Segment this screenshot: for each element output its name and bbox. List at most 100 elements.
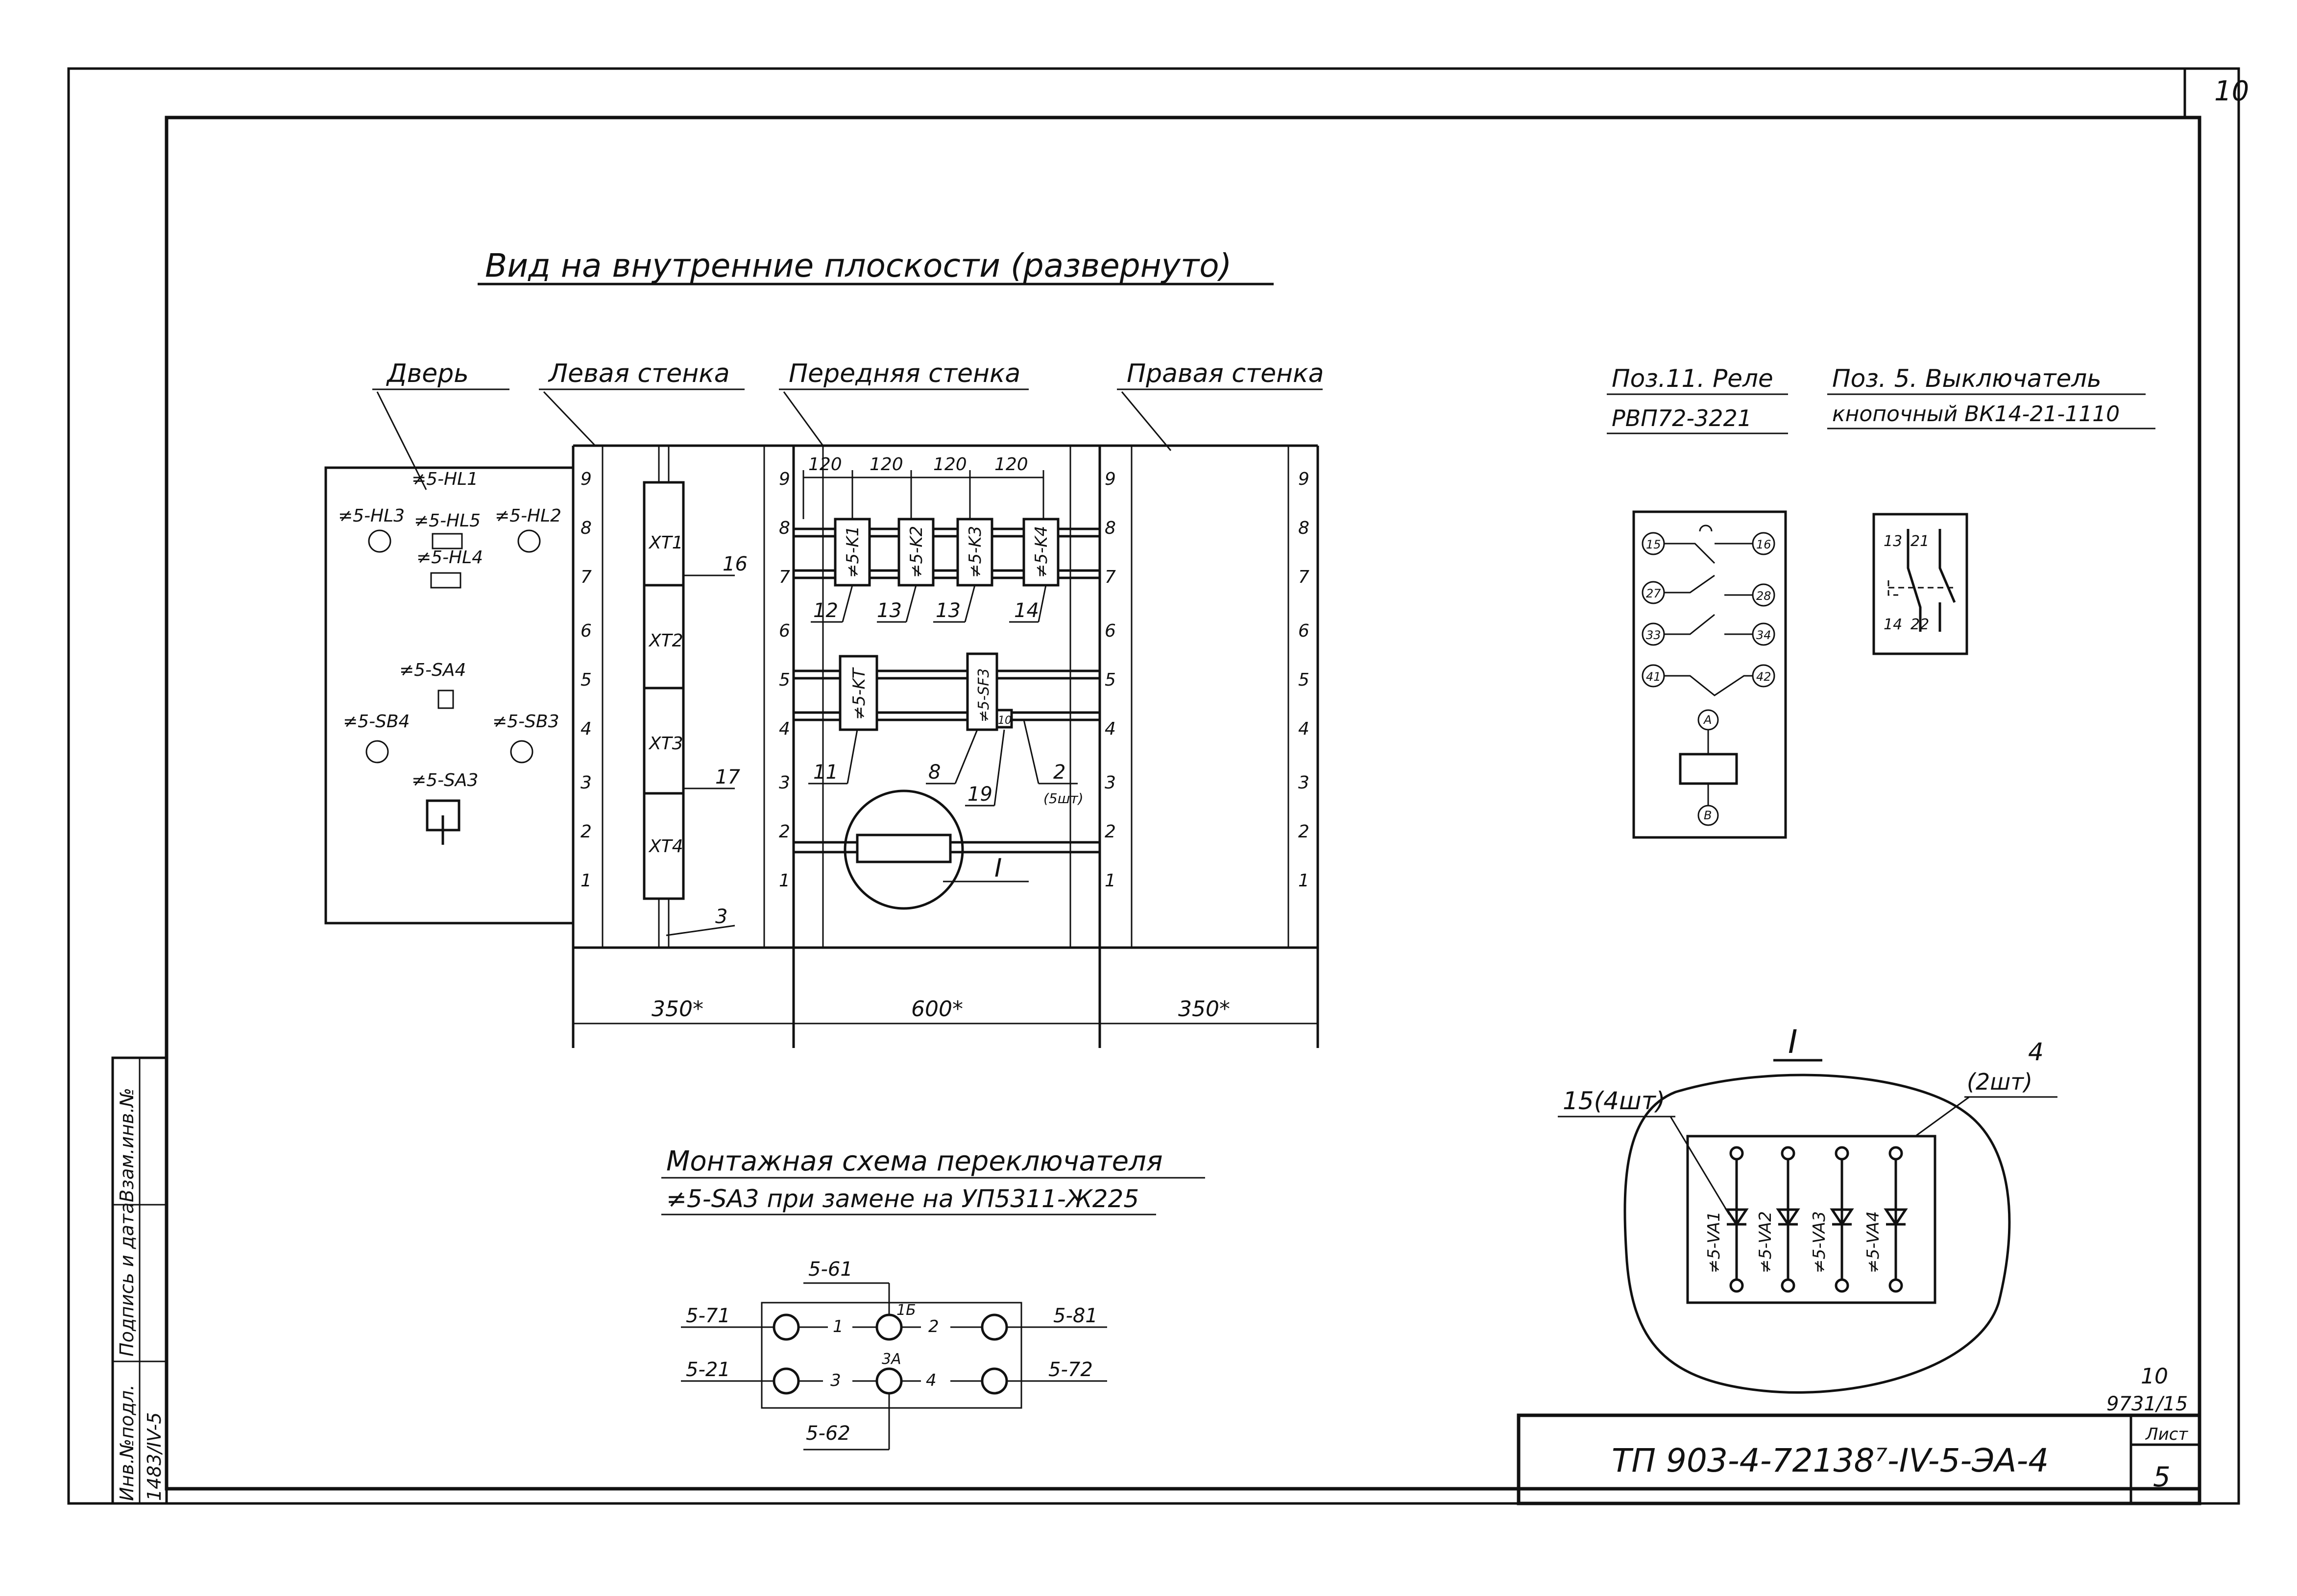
device-k2: ≠5-K2 [907, 526, 926, 578]
wire-5-72: 5-72 [1048, 1358, 1093, 1381]
relay-title-2: РВП72-3221 [1612, 405, 1752, 431]
detail-marker-main: I [994, 854, 1002, 883]
diode-va1-icon [1724, 1208, 1749, 1227]
lamp-hl5-icon [432, 533, 463, 549]
button-body [1872, 513, 1968, 655]
scale-left-9: 9 [580, 469, 592, 489]
scale-right-6: 6 [1105, 621, 1116, 641]
callout-15-qty: 15(4шт) [1563, 1087, 1665, 1115]
scale-far-3: 3 [1298, 773, 1309, 793]
terminal-xt1: XT1 [648, 533, 683, 553]
callout-2-qty: (5шт) [1043, 790, 1084, 807]
scale-right-9: 9 [1105, 469, 1116, 489]
scale-left-2: 2 [580, 822, 592, 842]
stamp-inv-value: 1483/IV-5 [144, 1412, 165, 1501]
contact-3a: 3А [882, 1351, 901, 1368]
callout-11: 11 [813, 761, 838, 784]
scale-far-7: 7 [1298, 567, 1309, 587]
callout-13a: 13 [877, 599, 902, 622]
button-sb4-icon [365, 740, 389, 763]
spacing-3: 120 [933, 454, 967, 475]
scale-left-8: 8 [580, 518, 592, 538]
scale-front-7: 7 [779, 567, 790, 587]
contact-2: 2 [928, 1317, 939, 1336]
terminal-xt4: XT4 [648, 836, 683, 857]
left-wall-label: Левая стенка [548, 359, 730, 388]
scale-front-1: 1 [779, 871, 790, 891]
scale-front-6: 6 [779, 621, 790, 641]
door-device-sa4: ≠5-SA4 [399, 660, 466, 680]
stamp-sign-label: Подпись и дата [116, 1202, 138, 1357]
terminal-xt2: XT2 [648, 631, 683, 651]
cabinet-frame [572, 444, 1319, 1048]
spacing-2: 120 [870, 454, 903, 475]
lamp-hl4-icon [430, 572, 461, 589]
contact-1b: 1Б [896, 1302, 916, 1319]
diode-board [1686, 1135, 1936, 1304]
switch-scheme: Монтажная схема переключателя ≠5-SA3 при… [661, 1145, 1205, 1451]
spacing-4: 120 [994, 454, 1028, 475]
device-k1: ≠5-K1 [843, 526, 863, 578]
callout-2: 2 [1053, 761, 1065, 784]
device-kt: ≠5-KT [849, 667, 869, 720]
scale-front-4: 4 [779, 719, 790, 739]
scale-front-3: 3 [779, 773, 790, 793]
scale-labels: 9 8 7 6 5 4 3 2 1 9 8 7 6 5 4 3 2 1 9 8 … [580, 469, 1309, 891]
scale-right-5: 5 [1105, 670, 1116, 690]
terminal-xt3: XT3 [648, 734, 683, 754]
device-sf3: ≠5-SF3 [975, 668, 992, 722]
switch-body [761, 1302, 1022, 1409]
button-term-14: 14 [1884, 616, 1902, 633]
scale-right-4: 4 [1105, 719, 1116, 739]
detail-i: I 15(4шт) 4 (2шт) ≠5-VA1 ≠5-VA2 ≠5-VA3 ≠… [1558, 1023, 2057, 1394]
stamp-inv-label: Инв.№подл. [116, 1384, 138, 1501]
diode-va3: ≠5-VA3 [1810, 1211, 1829, 1273]
scale-left-4: 4 [580, 719, 592, 739]
button-title-2: кнопочный ВК14-21-1110 [1832, 402, 2120, 427]
button-term-13: 13 [1884, 533, 1902, 550]
stamp-replace-label: Взам.инв.№ [116, 1088, 138, 1202]
scale-front-8: 8 [779, 518, 790, 538]
door-label: Дверь [386, 359, 469, 388]
contact-4: 4 [926, 1371, 937, 1390]
corner-number: 10 [2214, 75, 2249, 107]
door-device-sa3: ≠5-SA3 [411, 770, 478, 790]
relay-coil [1679, 753, 1738, 785]
relay-term-41: 41 [1646, 670, 1661, 684]
title-block: ТП 903-4-72138⁷-IV-5-ЭА-4 Лист 5 10 9731… [1517, 1364, 2201, 1505]
scale-front-5: 5 [779, 670, 790, 690]
diode-va2-icon [1776, 1208, 1800, 1227]
wire-5-81: 5-81 [1053, 1305, 1098, 1327]
relay-title-1: Поз.11. Реле [1612, 364, 1773, 393]
callout-19: 19 [967, 783, 992, 806]
relay-term-a: A [1703, 713, 1712, 727]
relay-term-42: 42 [1756, 670, 1771, 684]
callout-13b: 13 [936, 599, 961, 622]
wire-5-21: 5-21 [686, 1358, 730, 1381]
button-switch-diagram: Поз. 5. Выключатель кнопочный ВК14-21-11… [1827, 364, 2155, 655]
relay-term-15: 15 [1646, 538, 1661, 551]
door-device-hl3: ≠5-HL3 [338, 506, 405, 526]
sheet-frame: 10 [67, 67, 2249, 1505]
ref-code: 9731/15 [2106, 1393, 2188, 1415]
sheet-number: 5 [2153, 1461, 2171, 1493]
detail-outline [1623, 1073, 2011, 1394]
scale-right-2: 2 [1105, 822, 1116, 842]
door-panel: ≠5-HL1 ≠5-HL3 ≠5-HL5 ≠5-HL2 ≠5-HL4 ≠5-SA… [324, 466, 575, 925]
scale-far-1: 1 [1298, 871, 1309, 891]
callout-12: 12 [813, 599, 838, 622]
relay-term-33: 33 [1646, 628, 1661, 642]
button-sb3-icon [510, 740, 533, 763]
scale-right-1: 1 [1105, 871, 1116, 891]
dim-front: 600* [911, 997, 963, 1022]
callout-8: 8 [928, 761, 941, 784]
ref-number: 10 [2141, 1364, 2168, 1389]
scale-left-3: 3 [580, 773, 592, 793]
device-k4: ≠5-K4 [1032, 526, 1051, 578]
callout-4: 4 [2028, 1038, 2044, 1066]
dim-left: 350* [652, 997, 703, 1022]
front-wall: 120 120 120 120 ≠5-K1 ≠5-K2 ≠5-K3 ≠5-K4 … [794, 454, 1100, 910]
diode-va1: ≠5-VA1 [1704, 1211, 1724, 1273]
lamp-hl3-icon [368, 529, 391, 553]
